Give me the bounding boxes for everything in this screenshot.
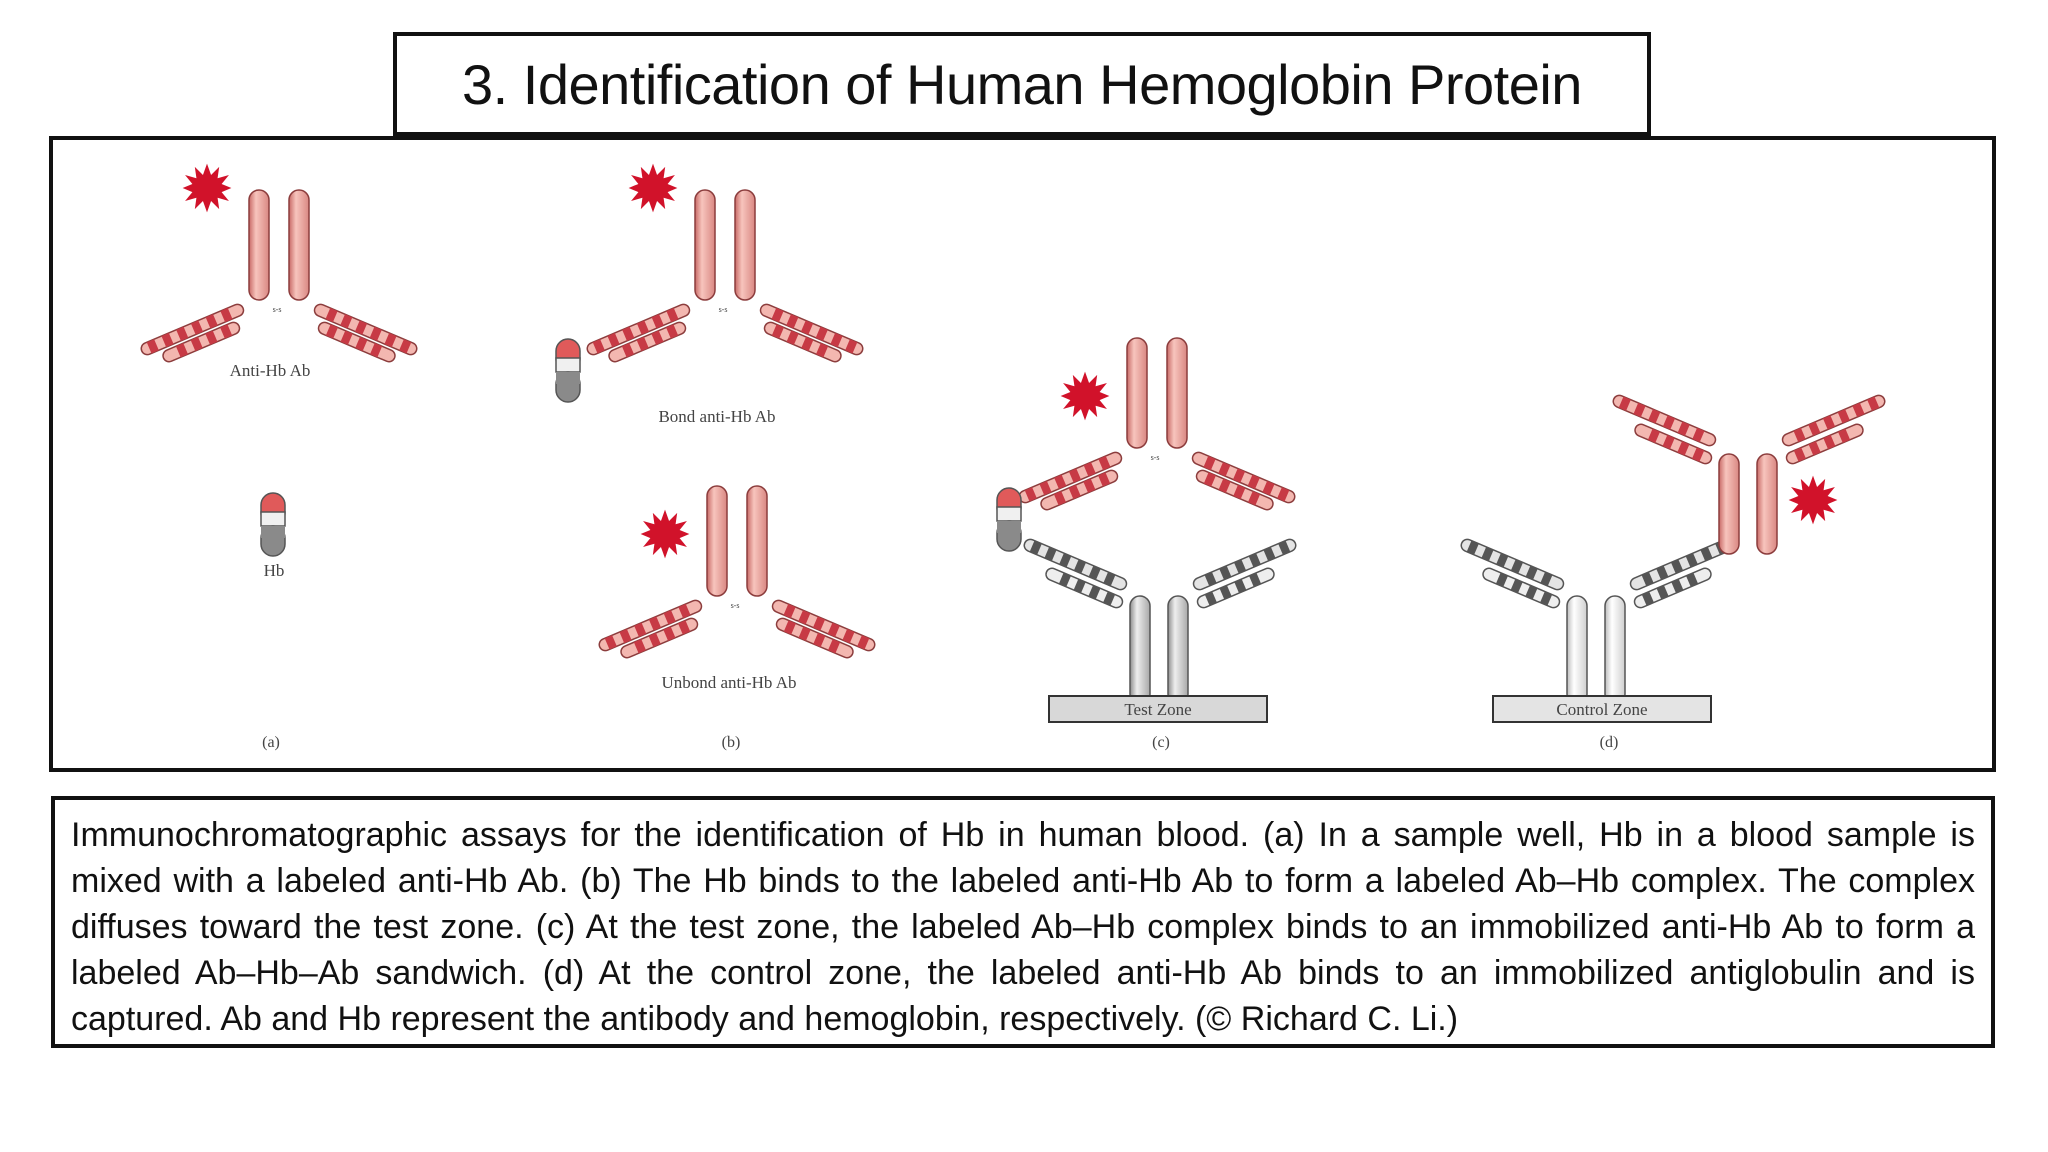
- label-unbond-anti-hb-ab: Unbond anti-Hb Ab: [661, 673, 796, 692]
- hb-capsule-icon: [260, 492, 286, 557]
- slide-title: 3. Identification of Human Hemoglobin Pr…: [462, 52, 1582, 116]
- panel-b-bound-antibody: Bond anti-Hb Ab Unbond anti-Hb Ab (b): [555, 163, 877, 751]
- panel-label-c: (c): [1152, 734, 1170, 751]
- panel-label-a: (a): [262, 734, 280, 751]
- panel-a-free-antibody: Anti-Hb Ab Hb (a): [139, 163, 418, 751]
- slide-title-box: 3. Identification of Human Hemoglobin Pr…: [393, 32, 1651, 136]
- label-star-icon: [1060, 371, 1110, 421]
- immunoassay-diagram: s-s Anti-Hb Ab Hb (a) Bond anti-Hb Ab Un…: [53, 163, 1888, 751]
- figure-panel: s-s Anti-Hb Ab Hb (a) Bond anti-Hb Ab Un…: [49, 136, 1996, 772]
- panel-d-control-zone: Control Zone (d): [1458, 392, 1888, 751]
- caption-box: Immunochromatographic assays for the ide…: [51, 796, 1995, 1048]
- label-star-icon: [640, 509, 690, 559]
- label-bond-anti-hb-ab: Bond anti-Hb Ab: [658, 407, 775, 426]
- hb-capsule-icon: [555, 338, 581, 403]
- label-anti-hb-ab: Anti-Hb Ab: [230, 361, 311, 380]
- panel-label-d: (d): [1600, 734, 1619, 751]
- label-star-icon: [628, 163, 678, 213]
- panel-label-b: (b): [722, 734, 741, 751]
- label-test-zone: Test Zone: [1124, 700, 1191, 719]
- hb-capsule-icon: [996, 487, 1022, 552]
- label-star-icon: [182, 163, 232, 213]
- label-hb: Hb: [264, 561, 285, 580]
- control-zone-bar: [1492, 695, 1712, 723]
- figure-caption: Immunochromatographic assays for the ide…: [71, 816, 1975, 1038]
- label-control-zone: Control Zone: [1556, 700, 1647, 719]
- label-star-icon: [1788, 475, 1838, 525]
- panel-c-test-zone: Test Zone (c): [996, 338, 1299, 751]
- test-zone-bar: [1048, 695, 1268, 723]
